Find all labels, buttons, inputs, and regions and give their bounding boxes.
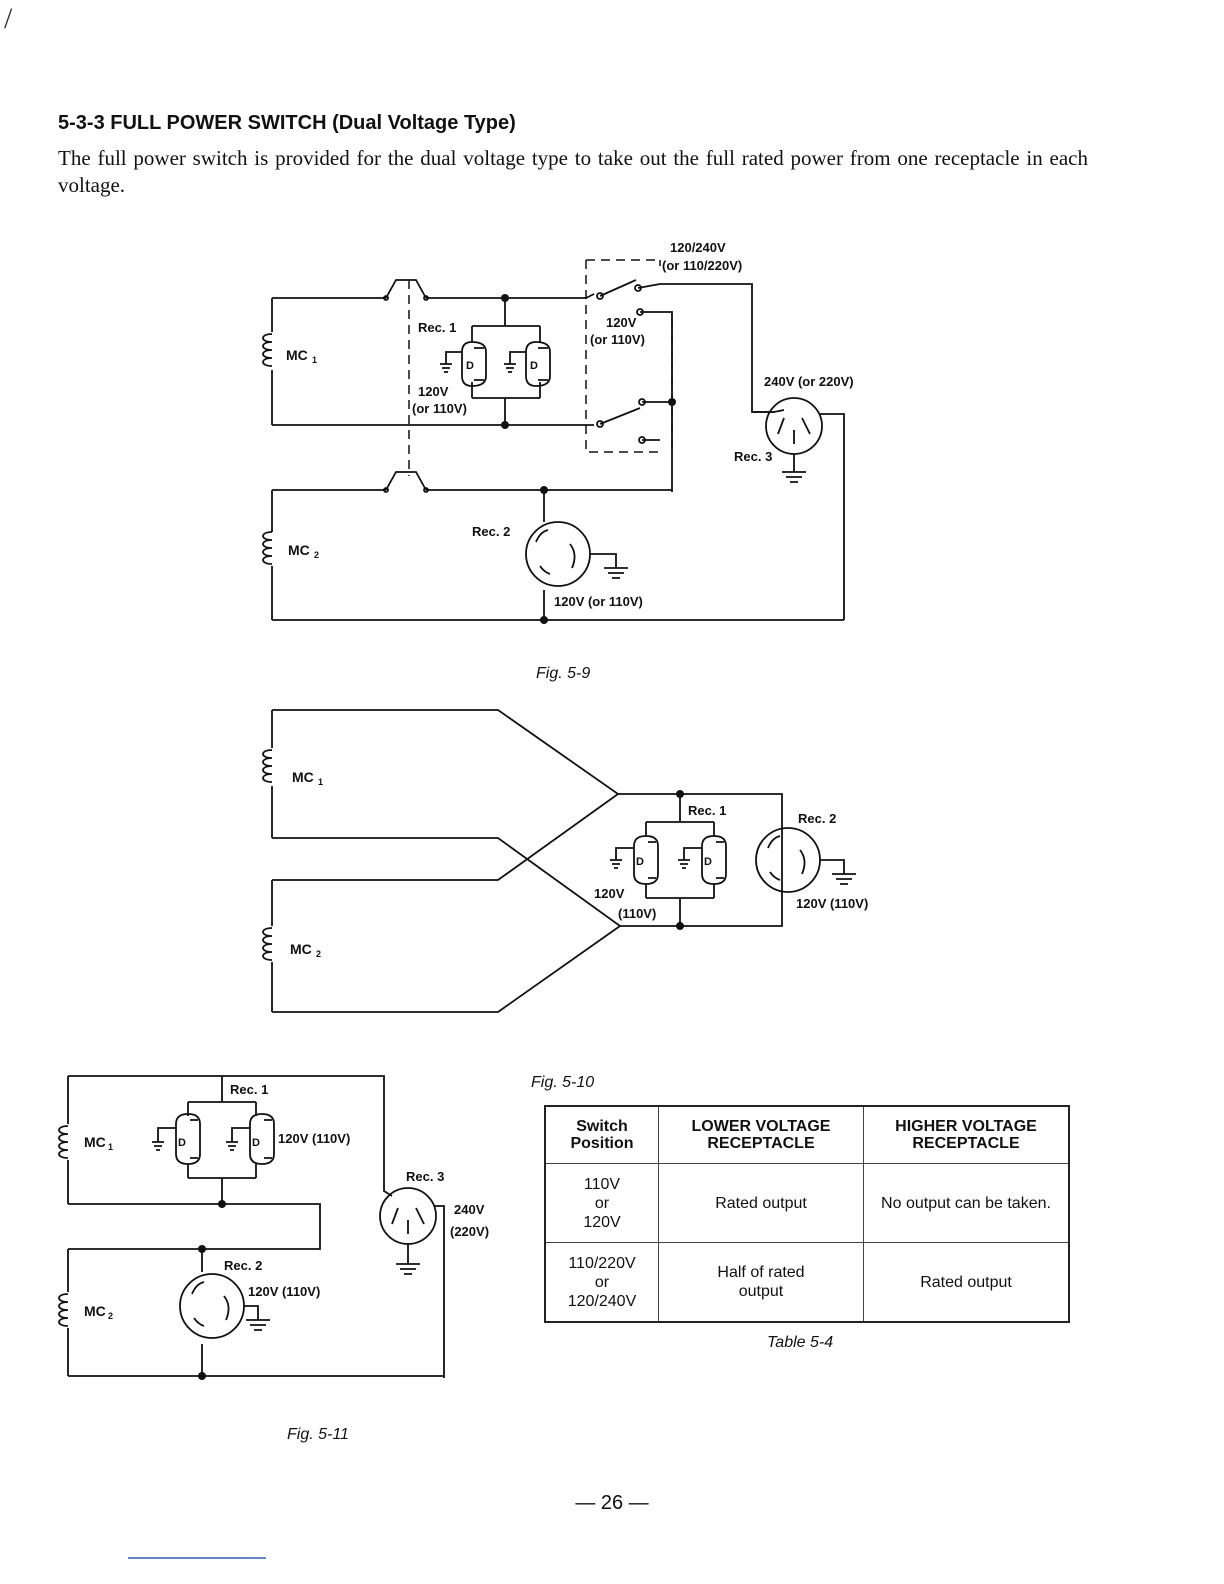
switch-lower	[596, 398, 676, 444]
rec1-receptacle-b: D	[504, 341, 551, 387]
table-row: 110V or 120V Rated output No output can …	[544, 1163, 1070, 1243]
switch-label-voltage: 120/240V	[670, 240, 726, 255]
svg-text:D: D	[530, 360, 538, 372]
rec1-label: Rec. 1	[688, 803, 726, 818]
switch-label-alt: (or 110/220V)	[662, 258, 742, 273]
mc2-label: MC	[84, 1303, 106, 1319]
rec1-voltage: 120V (110V)	[278, 1131, 350, 1146]
rec2-voltage: 120V (or 110V)	[554, 594, 643, 609]
cell-switch-position: 110V or 120V	[544, 1163, 659, 1243]
mc2-label: MC	[290, 941, 312, 957]
mc1-sub: 1	[318, 777, 323, 787]
mc2-sub: 2	[314, 550, 319, 560]
rec3-voltage: 240V (or 220V)	[764, 374, 854, 389]
rec1-voltage: 120V	[418, 384, 449, 399]
svg-text:D: D	[704, 856, 712, 868]
margin-mark: /	[4, 2, 13, 35]
fig-5-10-caption: Fig. 5-10	[531, 1074, 595, 1091]
mc1-sub: 1	[312, 355, 317, 365]
rec2-receptacle	[525, 521, 628, 587]
rec2-voltage: 120V (110V)	[248, 1284, 320, 1299]
mc2-coil	[262, 490, 273, 620]
rec1-receptacle-a: D	[610, 835, 659, 885]
page-number: — 26 —	[575, 1492, 649, 1514]
cell-lower-voltage: Rated output	[658, 1163, 864, 1243]
cell-switch-position: 110/220V or 120/240V	[544, 1242, 659, 1323]
table-row: 110/220V or 120/240V Half of rated outpu…	[544, 1242, 1070, 1323]
mc1-label: MC	[286, 347, 308, 363]
svg-text:D: D	[252, 1137, 260, 1149]
rec1-voltage-alt: (or 110V)	[412, 401, 467, 416]
table-header-row: Switch Position LOWER VOLTAGE RECEPTACLE…	[544, 1105, 1070, 1164]
section-heading: 5-3-3 FULL POWER SWITCH (Dual Voltage Ty…	[58, 112, 516, 134]
header-switch-position: Switch Position	[544, 1105, 659, 1164]
rec2-receptacle	[179, 1273, 270, 1339]
rec1-label: Rec. 1	[418, 320, 456, 335]
rec1-label: Rec. 1	[230, 1082, 268, 1097]
fig-5-9-caption: Fig. 5-9	[536, 665, 591, 682]
figure-5-11-diagram: MC 1 D D Rec. 1 120V (110V) Rec. 3 240V …	[58, 1075, 489, 1380]
rec3-label: Rec. 3	[406, 1169, 444, 1184]
mc2-coil	[262, 880, 273, 1012]
rec3-receptacle	[379, 1187, 445, 1378]
footer-rule	[128, 1557, 266, 1559]
switch-120v: 120V	[606, 315, 637, 330]
mc1-coil	[262, 298, 273, 425]
mc1-label: MC	[292, 769, 314, 785]
mc2-sub: 2	[108, 1311, 113, 1321]
rec1-receptacle-b: D	[678, 835, 727, 885]
table-5-4: Switch Position LOWER VOLTAGE RECEPTACLE…	[544, 1105, 1070, 1323]
mc1-label: MC	[84, 1134, 106, 1150]
svg-text:D: D	[636, 856, 644, 868]
header-lower-voltage: LOWER VOLTAGE RECEPTACLE	[658, 1105, 864, 1164]
breaker-2	[383, 471, 429, 493]
rec1-voltage-alt: (110V)	[618, 906, 656, 921]
svg-text:D: D	[466, 360, 474, 372]
cell-higher-voltage: Rated output	[863, 1242, 1070, 1323]
mc2-coil	[58, 1249, 69, 1376]
mc1-coil	[262, 710, 273, 838]
svg-text:D: D	[178, 1137, 186, 1149]
mc1-sub: 1	[108, 1142, 113, 1152]
rec1-receptacle-a: D	[440, 341, 487, 387]
rec2-label: Rec. 2	[224, 1258, 262, 1273]
mc2-sub: 2	[316, 949, 321, 959]
figure-5-10-diagram: MC 1 MC 2 D D Rec. 1 120V (110V) Rec. 2 …	[262, 709, 868, 1013]
intro-paragraph: The full power switch is provided for th…	[58, 146, 1088, 197]
mc1-coil	[58, 1076, 69, 1204]
rec1-voltage: 120V	[594, 886, 625, 901]
rec2-label: Rec. 2	[472, 524, 510, 539]
rec3-voltage-alt: (220V)	[450, 1224, 489, 1239]
mc2-label: MC	[288, 542, 310, 558]
figure-5-9-diagram: MC 1 D D Rec. 1 120V (or 110V) 120/240V …	[262, 240, 854, 624]
cell-higher-voltage: No output can be taken.	[863, 1163, 1070, 1243]
rec1-receptacle-a: D	[152, 1113, 201, 1165]
rec2-label: Rec. 2	[798, 811, 836, 826]
fig-5-11-caption: Fig. 5-11	[287, 1426, 349, 1443]
switch-upper	[596, 279, 774, 492]
table-5-4-caption: Table 5-4	[767, 1334, 834, 1351]
rec1-receptacle-b: D	[226, 1113, 275, 1165]
cell-lower-voltage: Half of rated output	[658, 1242, 864, 1323]
rec3-receptacle	[765, 397, 823, 483]
header-higher-voltage: HIGHER VOLTAGE RECEPTACLE	[863, 1105, 1070, 1164]
rec3-label: Rec. 3	[734, 449, 772, 464]
switch-110v: (or 110V)	[590, 332, 645, 347]
breaker-1	[383, 279, 429, 301]
rec3-voltage: 240V	[454, 1202, 485, 1217]
rec2-voltage: 120V (110V)	[796, 896, 868, 911]
rec2-receptacle	[755, 827, 856, 893]
